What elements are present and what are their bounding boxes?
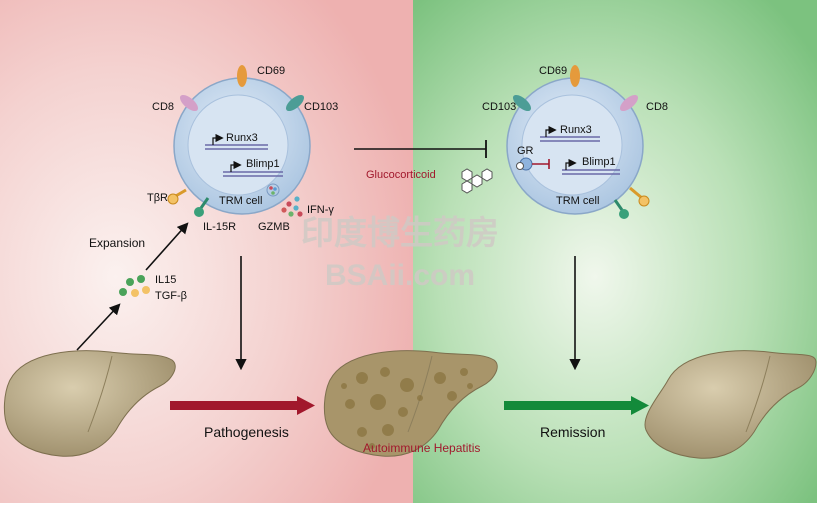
blimp1-gene-icon bbox=[223, 160, 283, 177]
autoimmune-hepatitis-label: Autoimmune Hepatitis bbox=[363, 441, 480, 455]
left-trm-cell: CD69 CD8 CD103 Runx3 Blimp1 TRM cell TβR bbox=[147, 65, 338, 233]
runx3-gene-icon bbox=[540, 125, 600, 142]
cd103-label: CD103 bbox=[304, 101, 338, 113]
tgf-beta-receptor-icon bbox=[629, 186, 650, 207]
liver-to-cytokines-arrow bbox=[76, 303, 121, 351]
granules-icon bbox=[266, 183, 303, 217]
remission-arrow bbox=[504, 396, 649, 415]
tbr-label: TβR bbox=[147, 192, 168, 204]
autoimmune-liver-icon bbox=[323, 350, 498, 457]
cd103-receptor-icon bbox=[285, 94, 305, 112]
cd8-label: CD8 bbox=[646, 101, 668, 113]
tgf-beta-label: TGF-β bbox=[155, 290, 187, 302]
il15-receptor-icon bbox=[613, 199, 629, 219]
il15-label: IL15 bbox=[155, 274, 176, 286]
runx3-label: Runx3 bbox=[560, 124, 592, 136]
cd8-receptor-icon bbox=[179, 94, 199, 112]
cd69-receptor-icon bbox=[237, 65, 247, 87]
ifn-gamma-label: IFN-γ bbox=[307, 204, 334, 216]
glucocorticoid-inhibition-arrow bbox=[354, 140, 487, 158]
cd103-label: CD103 bbox=[482, 101, 516, 113]
blimp1-gene-icon bbox=[562, 158, 620, 175]
blimp1-label: Blimp1 bbox=[582, 156, 616, 168]
left-trm-label: TRM cell bbox=[219, 195, 262, 207]
cd69-receptor-icon bbox=[570, 65, 580, 87]
recovered-liver-icon bbox=[644, 350, 817, 459]
cd69-label: CD69 bbox=[539, 65, 567, 77]
right-trm-label: TRM cell bbox=[556, 195, 599, 207]
runx3-gene-icon bbox=[205, 133, 268, 150]
right-trm-cell: CD69 CD103 CD8 Runx3 Blimp1 GR TRM cell bbox=[482, 65, 668, 219]
watermark-chinese: 印度博生药房 bbox=[301, 214, 499, 251]
blimp1-label: Blimp1 bbox=[246, 158, 280, 170]
healthy-liver-icon bbox=[3, 350, 176, 457]
tgf-beta-receptor-icon bbox=[167, 188, 187, 205]
runx3-label: Runx3 bbox=[226, 132, 258, 144]
remission-label: Remission bbox=[540, 424, 605, 440]
gr-receptor-icon bbox=[516, 157, 550, 171]
cd8-receptor-icon bbox=[619, 94, 639, 112]
expansion-label: Expansion bbox=[89, 236, 145, 250]
cd8-label: CD8 bbox=[152, 101, 174, 113]
pathogenesis-arrow bbox=[170, 396, 315, 415]
il15-receptor-icon bbox=[194, 197, 210, 217]
il15r-label: IL-15R bbox=[203, 221, 236, 233]
gzmb-label: GZMB bbox=[258, 221, 290, 233]
cd69-label: CD69 bbox=[257, 65, 285, 77]
glucocorticoid-label: Glucocorticoid bbox=[366, 169, 436, 181]
cytokines-icon bbox=[119, 275, 150, 297]
pathogenesis-label: Pathogenesis bbox=[204, 424, 289, 440]
watermark-url: BSAii.com bbox=[325, 259, 475, 292]
cd103-receptor-icon bbox=[512, 94, 532, 112]
gr-label: GR bbox=[517, 145, 534, 157]
glucocorticoid-molecule-icon bbox=[461, 168, 493, 194]
expansion-arrow bbox=[145, 222, 189, 271]
